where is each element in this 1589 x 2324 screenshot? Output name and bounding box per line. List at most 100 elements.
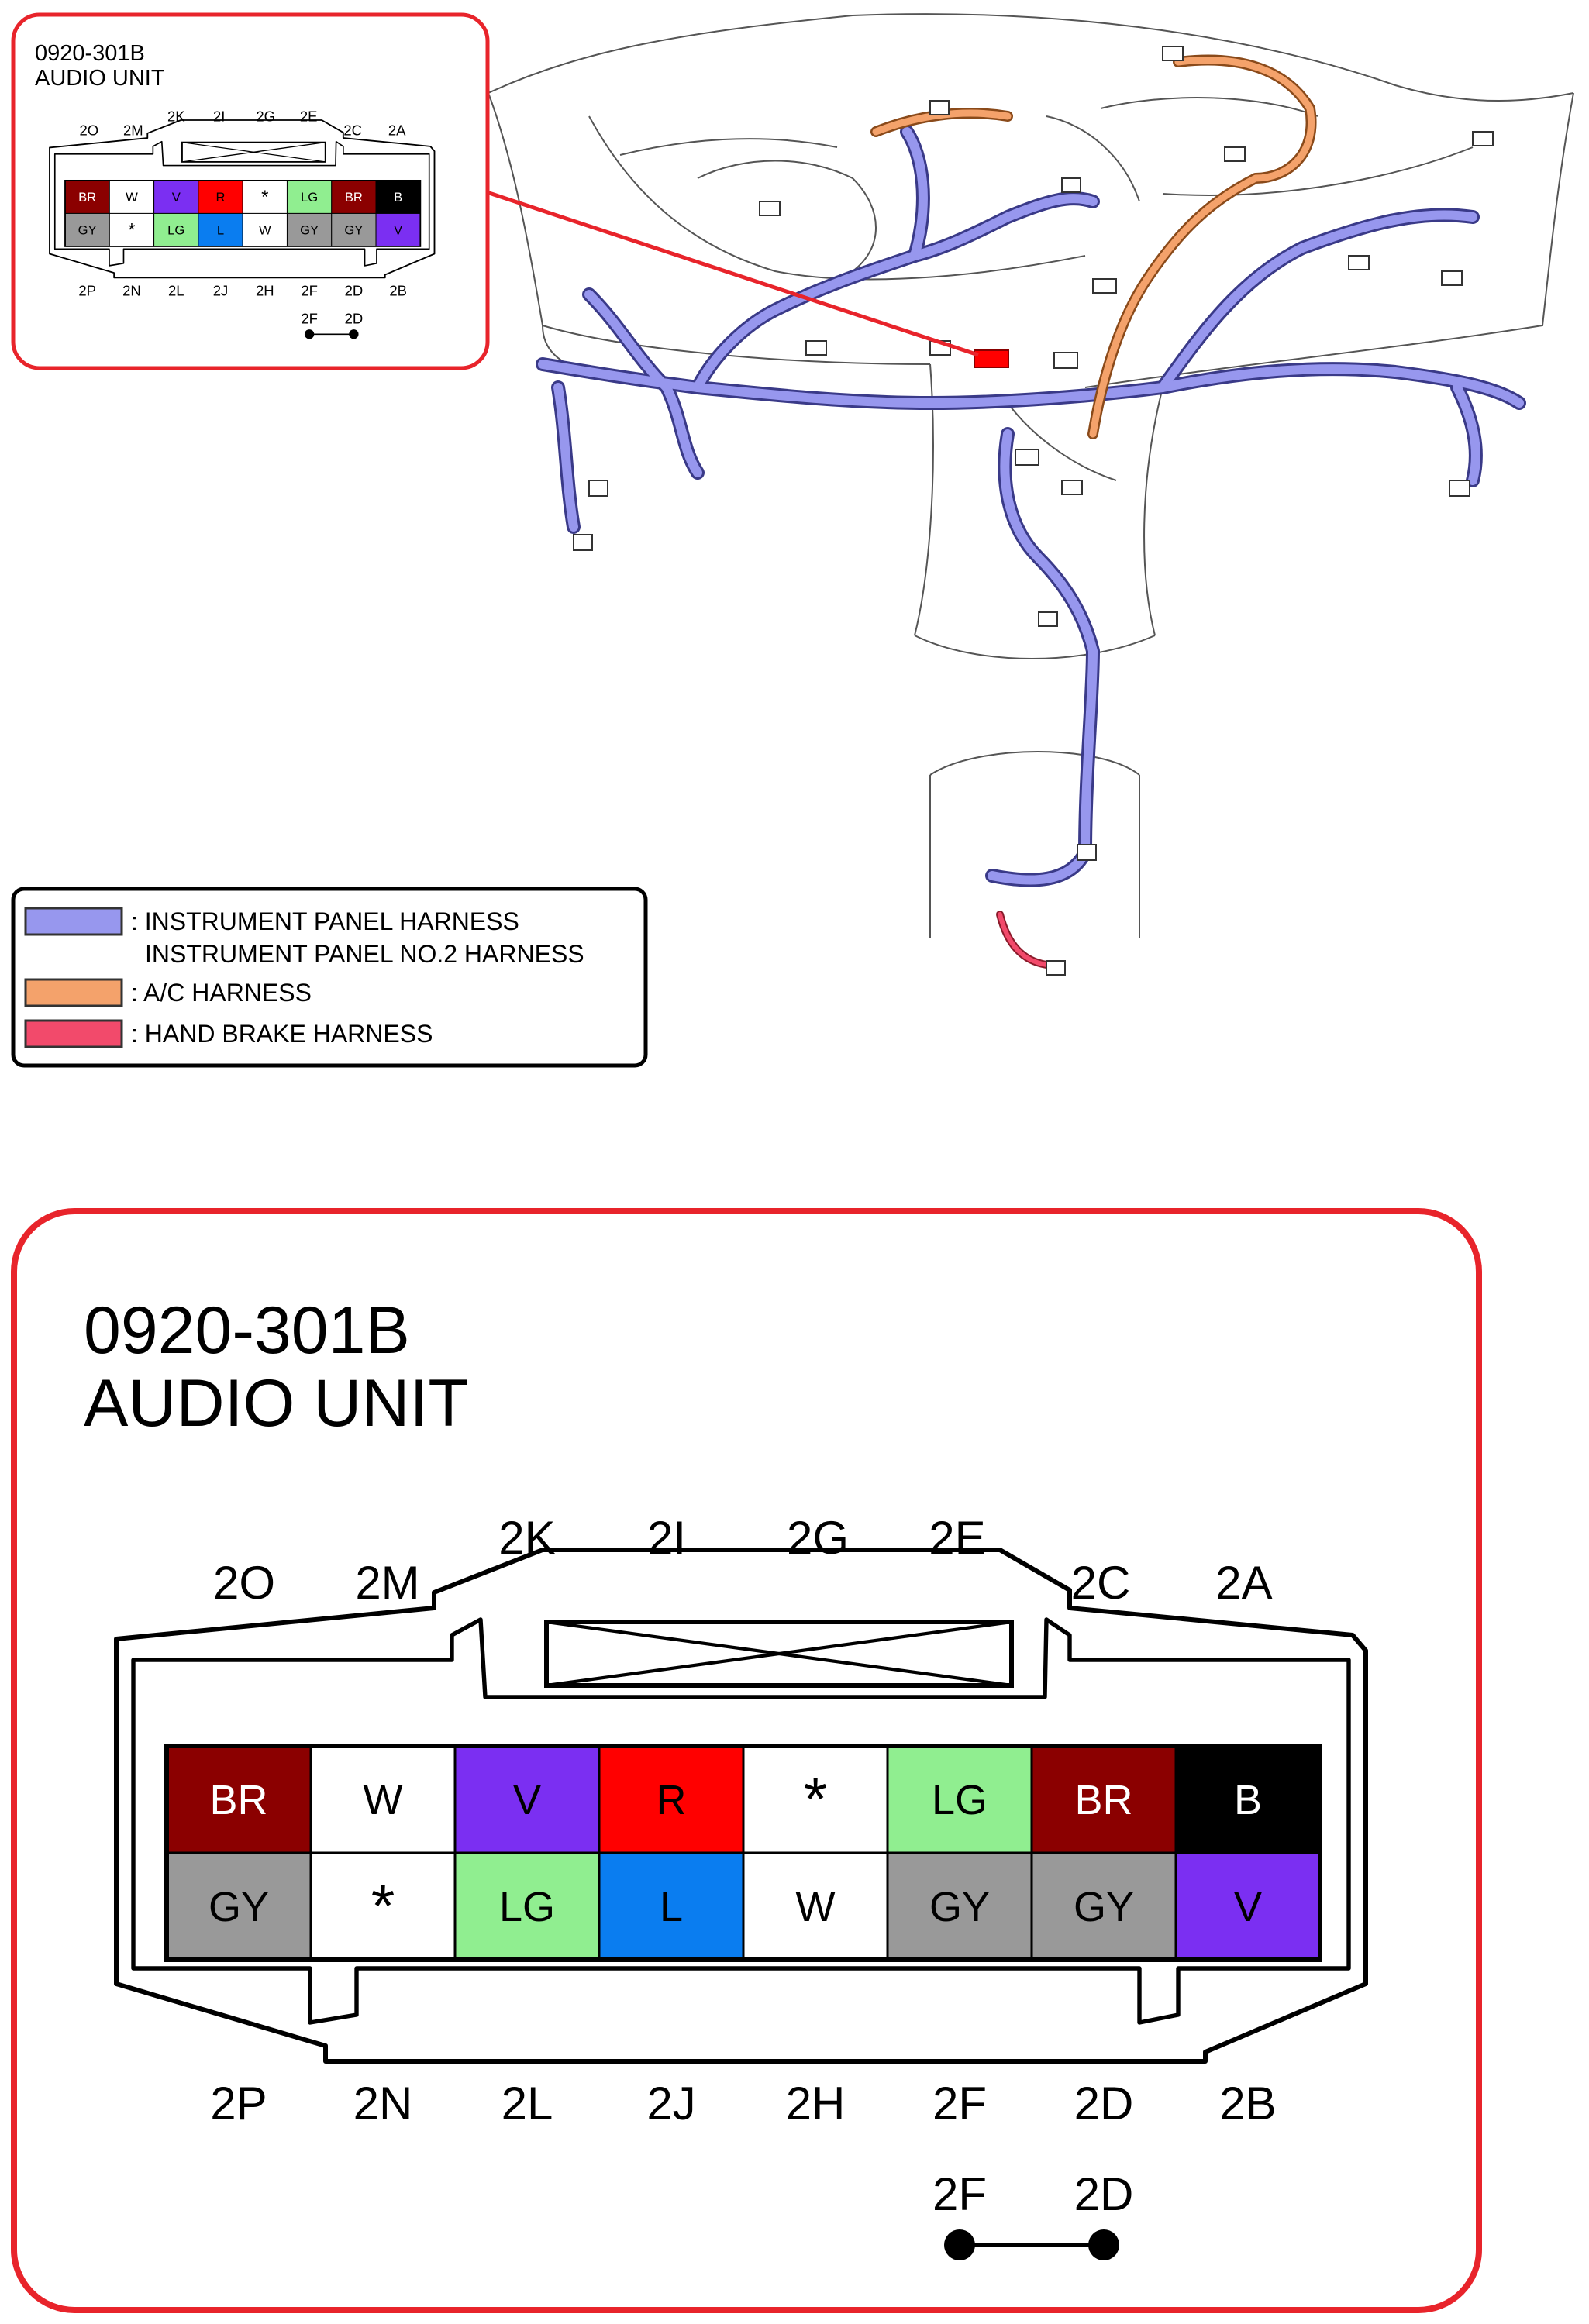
- pin-color-code: BR: [1074, 1777, 1132, 1823]
- pin-label-bottom: 2P: [78, 282, 96, 298]
- pin-color-code: L: [217, 223, 224, 238]
- small-callout-name: AUDIO UNIT: [35, 66, 165, 91]
- large-callout-name: AUDIO UNIT: [84, 1366, 469, 1441]
- pin-color-code: B: [394, 190, 402, 205]
- instrument-panel-harness: [536, 125, 1526, 887]
- legend-label-instrument-panel-no2: INSTRUMENT PANEL NO.2 HARNESS: [145, 940, 584, 968]
- pin-color-code: GY: [300, 223, 319, 238]
- jumper-label-from: 2F: [301, 310, 318, 326]
- pin-color-code: GY: [344, 223, 363, 238]
- legend: : INSTRUMENT PANEL HARNESS INSTRUMENT PA…: [11, 887, 648, 1068]
- pin-color-code: LG: [301, 190, 318, 205]
- pin-color-code: W: [259, 223, 271, 238]
- legend-label-ac: : A/C HARNESS: [131, 979, 312, 1007]
- pin-color-code: W: [126, 190, 138, 205]
- pin-color-code: BR: [345, 190, 363, 205]
- pin-label-bottom: 2D: [1074, 2078, 1134, 2129]
- pin-label-top: 2A: [1215, 1557, 1272, 1609]
- pin-cell: [109, 212, 155, 247]
- pin-cell: [198, 180, 243, 214]
- legend-frame: [11, 887, 648, 1068]
- pin-label-top: 2O: [213, 1557, 275, 1609]
- pin-label-top: 2E: [929, 1512, 985, 1564]
- pin-color-code: V: [1234, 1884, 1262, 1930]
- dashboard-outline: [488, 13, 1574, 938]
- pin-label-top: 2G: [256, 108, 275, 125]
- pin-color-code: W: [796, 1884, 836, 1930]
- pin-color-code: *: [371, 1871, 395, 1940]
- lock-tab: [544, 1620, 1014, 1688]
- pin-cell: [1030, 1744, 1177, 1854]
- pin-cell: [742, 1744, 889, 1854]
- jumper-dot: [1088, 2229, 1119, 2260]
- jumper-label-to: 2D: [1074, 2168, 1134, 2220]
- pin-label-top: 2O: [79, 122, 98, 138]
- pin-cell: [886, 1851, 1033, 1961]
- small-callout-code: 0920-301B: [35, 41, 145, 66]
- pin-label-bottom: 2F: [932, 2078, 987, 2129]
- pin-grid-frame: [164, 1744, 1322, 1962]
- pin-color-code: L: [660, 1884, 683, 1930]
- pin-label-top: 2I: [213, 108, 225, 125]
- jumper-dot: [304, 329, 315, 339]
- pin-color-code: B: [1234, 1777, 1262, 1823]
- pin-cell: [742, 1851, 889, 1961]
- connector-housing-inner: [131, 1617, 1351, 2025]
- pin-cell: [242, 212, 288, 247]
- pin-cell: [286, 212, 333, 247]
- pin-label-top: 2M: [355, 1557, 419, 1609]
- pin-color-code: LG: [932, 1777, 988, 1823]
- pin-label-bottom: 2F: [301, 282, 318, 298]
- pin-cell: [153, 180, 199, 214]
- jumper-label-from: 2F: [932, 2168, 987, 2220]
- pin-label-bottom: 2L: [168, 282, 184, 298]
- pin-cell: [165, 1851, 312, 1961]
- pin-color-code: BR: [78, 190, 96, 205]
- pin-label-top: 2E: [300, 108, 318, 125]
- pin-cell: [598, 1851, 745, 1961]
- jumper-label-to: 2D: [345, 310, 364, 326]
- pin-label-top: 2C: [1071, 1557, 1131, 1609]
- pin-color-code: GY: [78, 223, 97, 238]
- pin-label-bottom: 2J: [213, 282, 229, 298]
- jumper-dot: [944, 2229, 975, 2260]
- pin-label-bottom: 2H: [256, 282, 274, 298]
- pin-label-bottom: 2P: [210, 2078, 267, 2129]
- legend-swatch-hand-brake: [24, 1019, 123, 1048]
- pin-cell: [453, 1851, 601, 1961]
- pin-color-code: V: [513, 1777, 541, 1823]
- pin-cell: [309, 1851, 457, 1961]
- pin-color-code: BR: [209, 1777, 267, 1823]
- pin-color-code: LG: [499, 1884, 555, 1930]
- pin-color-code: R: [657, 1777, 687, 1823]
- callout-leader-line: [486, 190, 979, 357]
- pin-label-top: 2K: [167, 108, 185, 125]
- pin-cell: [153, 212, 199, 247]
- pin-label-top: 2G: [787, 1512, 849, 1564]
- pin-cell: [1030, 1851, 1177, 1961]
- pin-label-bottom: 2N: [353, 2078, 413, 2129]
- pin-color-code: W: [364, 1777, 403, 1823]
- instrument-panel-harness-fill: [538, 127, 1524, 885]
- pin-label-bottom: 2D: [345, 282, 364, 298]
- pin-cell: [198, 212, 243, 247]
- pin-label-top: 2M: [123, 122, 143, 138]
- jumper-dot: [349, 329, 359, 339]
- pin-color-code: V: [172, 190, 181, 205]
- pin-label-top: 2K: [498, 1512, 555, 1564]
- pin-label-top: 2A: [388, 122, 406, 138]
- pin-color-code: GY: [209, 1884, 269, 1930]
- pin-label-top: 2I: [647, 1512, 686, 1564]
- legend-label-instrument-panel: : INSTRUMENT PANEL HARNESS: [131, 907, 519, 935]
- connector-blocks: [573, 46, 1494, 976]
- lock-tab: [181, 141, 326, 163]
- legend-label-hand-brake: : HAND BRAKE HARNESS: [131, 1020, 433, 1048]
- large-callout-code: 0920-301B: [84, 1293, 410, 1368]
- pin-color-code: *: [128, 220, 135, 241]
- pin-color-code: GY: [929, 1884, 990, 1930]
- pin-color-code: *: [261, 187, 268, 208]
